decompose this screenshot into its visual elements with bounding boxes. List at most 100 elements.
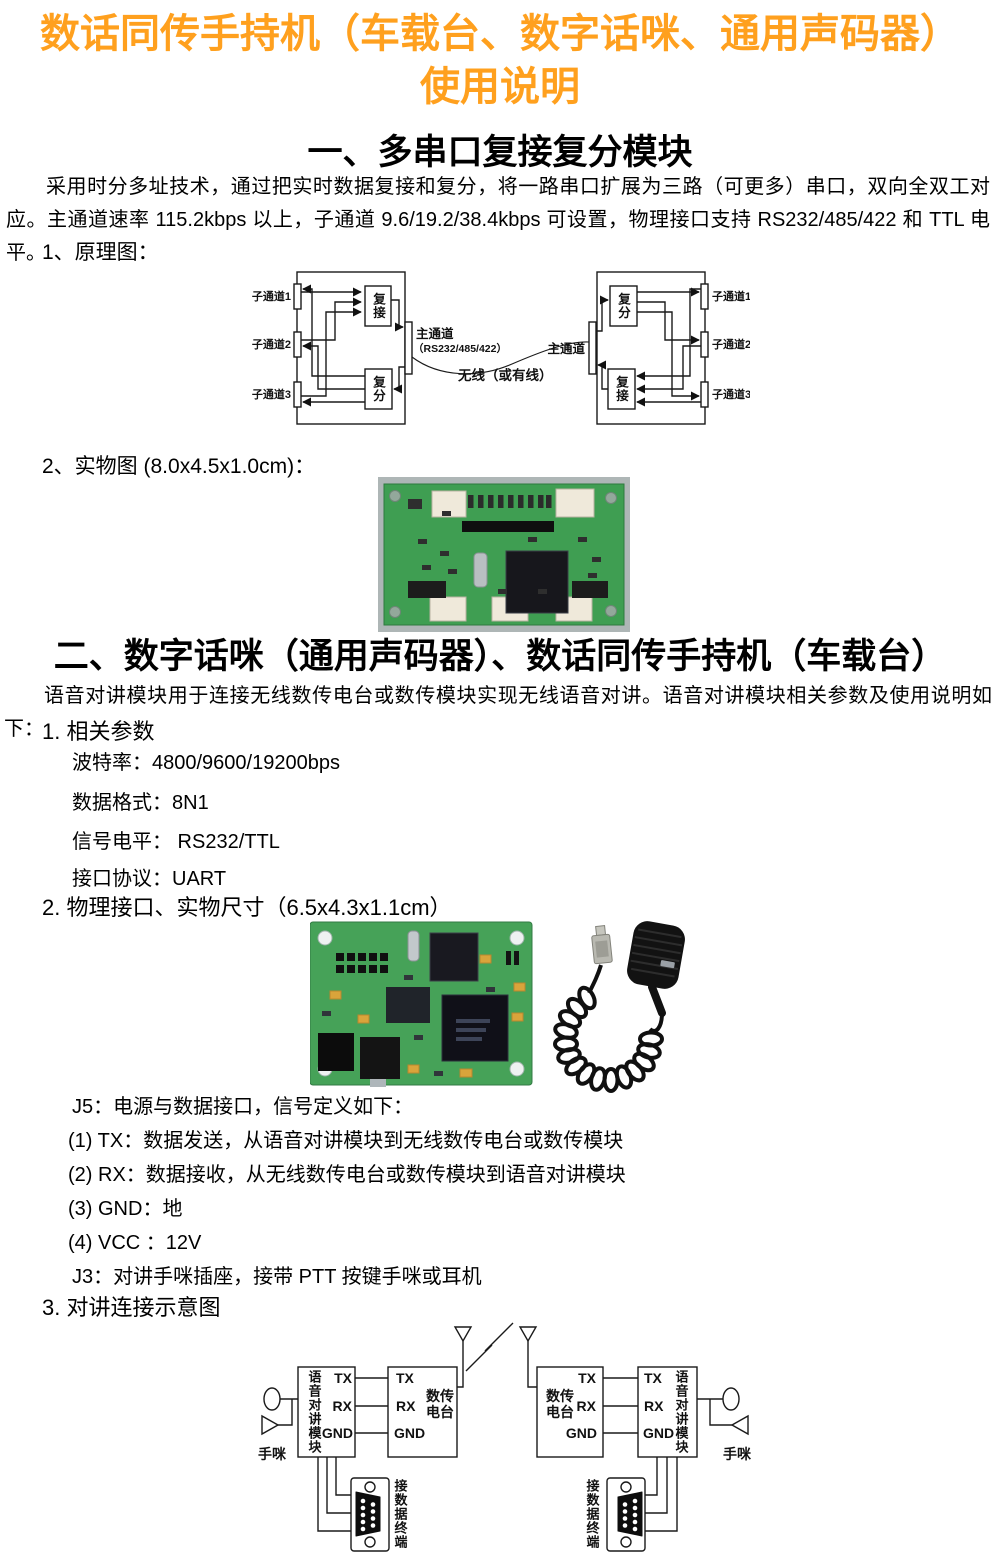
- right-speaker-icon: [730, 1414, 749, 1436]
- param-baudrate: 波特率：4800/9600/19200bps: [72, 752, 340, 774]
- left-radio-gnd: GND: [394, 1425, 425, 1441]
- photo1-main-chip: [505, 550, 569, 614]
- speaker-mic: [553, 921, 685, 1093]
- section2-heading: 二、数字话咪（通用声码器）、数话同传手持机（车载台）: [53, 637, 947, 676]
- left-demux-label: 复分: [371, 375, 386, 403]
- photo2-chip-marking: [456, 1019, 490, 1041]
- right-module-rx: RX: [644, 1398, 664, 1414]
- right-main-port: [588, 321, 597, 375]
- right-subchannel3-port: [700, 381, 709, 408]
- photo2-board: [310, 921, 533, 1087]
- left-speaker-icon: [261, 1414, 280, 1436]
- right-radio: 数传 电台 TX RX GND: [518, 1326, 604, 1458]
- left-main-port: [404, 321, 413, 375]
- left-subchannel3-port: [293, 381, 302, 408]
- right-unit-wires: [596, 287, 701, 407]
- schematic-label: 1、原理图：: [42, 241, 159, 264]
- pin-vcc-line: (4) VCC ：12V: [68, 1232, 202, 1254]
- left-module-rx: RX: [333, 1398, 353, 1414]
- params-heading: 1. 相关参数: [42, 719, 155, 744]
- interface-heading: 2. 物理接口、实物尺寸（6.5x4.3x1.1cm）: [42, 895, 452, 920]
- left-mic-icon: [263, 1387, 281, 1411]
- left-handset-symbol: 手咪: [258, 1387, 298, 1462]
- mic-cable-connector: [591, 925, 613, 965]
- right-db9-screw-bottom: [620, 1536, 632, 1548]
- left-mux-unit: 子通道1 子通道2 子通道3 复接 复分 主通道 （RS232/485/422）: [252, 271, 507, 425]
- right-handset-symbol: 手咪: [697, 1387, 752, 1462]
- radio-link-icon: [465, 1322, 514, 1372]
- left-mux-box: [364, 285, 392, 327]
- right-demux-label: 复分: [616, 292, 631, 320]
- photo1-passives: [408, 499, 601, 594]
- photo2-audio-jack2: [360, 1037, 400, 1079]
- photo1-crystal: [473, 552, 488, 588]
- right-module-radio-wires: [603, 1377, 638, 1434]
- photo2-capacitors: [329, 954, 526, 1078]
- left-voice-module: 语音对讲模块 TX RX GND: [297, 1366, 356, 1458]
- section1-heading: 一、多串口复接复分模块: [307, 133, 693, 172]
- left-module-tx: TX: [334, 1370, 353, 1386]
- photo-label: 2、实物图 (8.0x4.5x1.0cm)：: [42, 455, 316, 478]
- photo2-jack-barrel: [370, 1079, 386, 1087]
- wireless-link-line: [411, 341, 590, 375]
- right-subchannel2-port: [700, 331, 709, 358]
- right-db9-terminal: 接数据终端: [585, 1457, 678, 1552]
- left-module-gnd: GND: [322, 1425, 353, 1441]
- photo2-header-2x5: [336, 953, 388, 973]
- right-voice-module: TX RX GND 语音对讲模块: [637, 1366, 698, 1458]
- left-db9-dshape: [355, 1491, 381, 1537]
- param-signal-level: 信号电平： RS232/TTL: [72, 831, 280, 853]
- left-db9-screw-bottom: [364, 1536, 376, 1548]
- pin-rx-line: (2) RX：数据接收，从无线数传电台或数传模块到语音对讲模块: [68, 1164, 626, 1186]
- photo1-smd-resistor-row: [468, 495, 552, 508]
- right-antenna-icon: [518, 1326, 538, 1343]
- left-mux-label: 复接: [371, 292, 386, 320]
- param-data-format: 数据格式：8N1: [72, 792, 209, 814]
- document-title-line1: 数话同传手持机（车载台、数字话咪、通用声码器）: [40, 12, 960, 56]
- left-demux-box: [364, 368, 393, 410]
- left-radio-name-line2: 电台: [426, 1404, 454, 1420]
- photo1-mounting-holes: [389, 490, 617, 618]
- pcb-photo-1: [378, 477, 630, 632]
- left-radio-tx: TX: [396, 1370, 415, 1386]
- right-handset-label: 手咪: [723, 1446, 752, 1462]
- right-mic-icon: [722, 1387, 740, 1411]
- left-subchannel1-label: 子通道1: [252, 289, 291, 303]
- left-antenna-icon: [453, 1326, 473, 1343]
- right-voice-module-box: [637, 1366, 698, 1458]
- left-radio-name-line1: 数传: [426, 1388, 454, 1404]
- photo1-connectors: [429, 488, 595, 622]
- mic-stem: [648, 983, 666, 1017]
- left-radio: TX RX GND 数传 电台: [387, 1326, 473, 1458]
- right-module-tx: TX: [644, 1370, 663, 1386]
- right-radio-tx: TX: [578, 1370, 597, 1386]
- left-subchannel1-port: [293, 283, 302, 310]
- right-demux-box: [609, 285, 638, 327]
- photo2-chip2: [386, 987, 430, 1023]
- right-db9-screw-top: [620, 1481, 632, 1493]
- left-subchannel2-label: 子通道2: [252, 337, 291, 351]
- right-radio-name-line1: 数传: [546, 1388, 574, 1404]
- pin-tx-line: (1) TX：数据发送，从语音对讲模块到无线数传电台或数传模块: [68, 1130, 624, 1152]
- right-subchannel1-port: [700, 283, 709, 310]
- right-db9-pins: [622, 1498, 638, 1532]
- right-db9-dshape: [617, 1491, 643, 1537]
- j3-line: J3：对讲手咪插座，接带 PTT 按键手咪或耳机: [72, 1266, 482, 1288]
- photo2-audio-jack1: [318, 1033, 354, 1071]
- left-terminal-label: 接数据终端: [393, 1478, 408, 1549]
- right-terminal-label: 接数据终端: [585, 1478, 600, 1549]
- photo1-soic-right: [572, 581, 608, 598]
- photo2-mcu-chip: [429, 932, 479, 982]
- right-radio-rx: RX: [577, 1398, 597, 1414]
- right-mux-label: 复接: [614, 375, 629, 403]
- right-subchannel3-label: 子通道3: [712, 387, 750, 401]
- document-title: 数话同传手持机（车载台、数字话咪、通用声码器） 使用说明: [0, 8, 1000, 114]
- intercom-connection-diagram: 手咪 语音对讲模块 TX RX GND TX RX GND 数传 电台 数传 电…: [258, 1322, 752, 1552]
- mic-logo-label: [660, 960, 675, 969]
- right-radio-gnd: GND: [566, 1425, 597, 1441]
- multiplexer-schematic: 子通道1 子通道2 子通道3 复接 复分 主通道 （RS232/485/422）…: [252, 271, 750, 425]
- right-demux-unit: 主通道 复分 复接 子通道1 子通道2 子通道3: [547, 271, 750, 425]
- left-radio-box: [387, 1366, 458, 1458]
- left-module-radio-wires: [355, 1377, 388, 1434]
- document-title-line2: 使用说明: [420, 65, 580, 109]
